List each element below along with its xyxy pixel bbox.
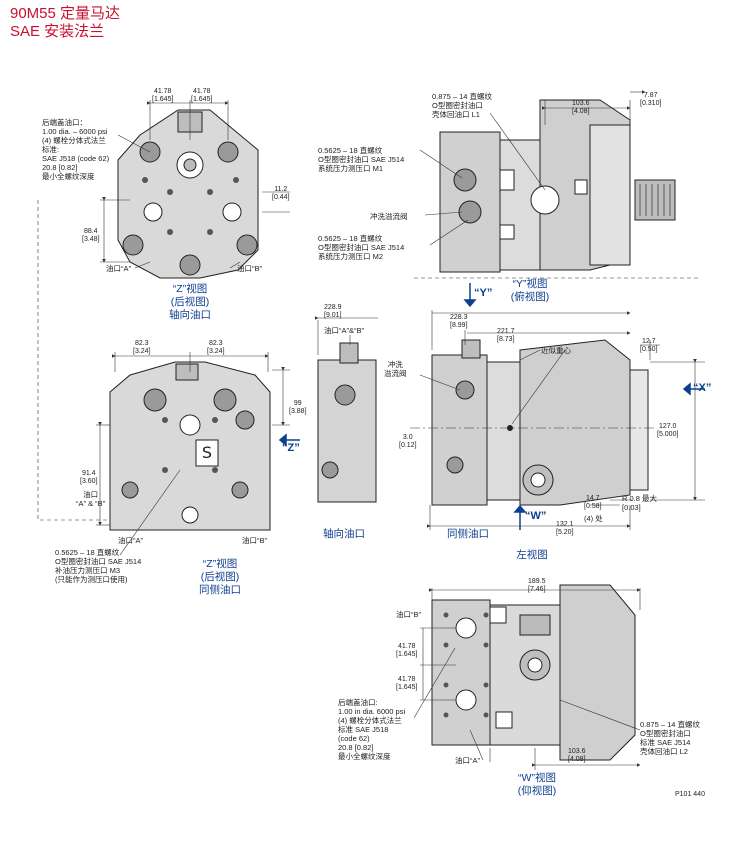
side-ports-caption: 同侧油口 (447, 528, 489, 540)
page-title: 90M55 定量马达 (10, 5, 121, 22)
dim-228-9: 228.9[9.01] (324, 304, 342, 319)
left-view-caption: 左视图 (516, 549, 548, 561)
dim-41-78-a: 41.78[1.645] (152, 88, 174, 103)
dim-189-5: 189.5[7.46] (528, 578, 546, 593)
dim-12-7: 12.7[0.50] (640, 338, 658, 353)
dim-91-4: 91.4[3.60] (80, 470, 98, 485)
dim-103-6-b: 103.6[4.08] (568, 748, 586, 763)
w-bottom-view (431, 584, 636, 761)
dim-41-78-d: 41.78[1.645] (396, 676, 418, 691)
view-marker-z: “Z” (282, 442, 300, 454)
bottom-rear-port-note: 后端盖油口:1.00 in dia. 6000 psi (4) 螺栓分体式法兰标… (338, 698, 406, 761)
port-ab-split-label: 油口“A” & “B” (76, 490, 106, 508)
flush-valve-label: 冲洗溢流阀 (370, 212, 408, 221)
port-a-label: 油口“A” (106, 264, 131, 273)
z-rear-side-view: S (109, 361, 271, 531)
axial-ports-caption: 轴向油口 (323, 528, 365, 540)
left-view-side (431, 339, 649, 506)
z-side-caption: “Z”视图(后视图)同侧油口 (199, 558, 241, 596)
port-a-label-3: 油口“A” (455, 756, 480, 765)
rear-port-note: 后端盖油口：1.00 dia. – 6000 psi (4) 螺栓分体式法兰标准… (42, 118, 110, 181)
left-view-axial (317, 342, 377, 503)
port-b-label: 油口“B” (237, 264, 262, 273)
y-top-caption: “Y”视图(俯视图) (510, 278, 550, 303)
dim-103-6: 103.6[4.08] (572, 100, 590, 115)
dim-132-1: 132.1[5.20] (556, 521, 574, 536)
dim-99: 99[3.88] (289, 400, 307, 415)
dim-3-0: 3.0[0.12] (399, 434, 417, 449)
r-max-label: R 0.8 最大[0.03] (622, 494, 658, 512)
dim-41-78-c: 41.78[1.645] (396, 643, 418, 658)
dim-221-7: 221.7[8.73] (497, 328, 515, 343)
z-rear-axial-view (117, 109, 259, 279)
port-b-label-3: 油口“B” (396, 610, 421, 619)
z-rear-caption: “Z”视图(后视图)轴向油口 (169, 283, 211, 321)
w-bottom-caption: “W”视图(仰视图) (517, 772, 557, 797)
dim-88-4: 88.4[3.48] (82, 228, 100, 243)
cog-label: 近似重心 (541, 346, 571, 355)
dim-14-7: 14.7[0.58] (584, 495, 602, 510)
page-subtitle: SAE 安装法兰 (10, 23, 105, 40)
dim-82-3-a: 82.3[3.24] (133, 340, 151, 355)
view-marker-y: “Y” (474, 287, 493, 299)
port-a-label-2: 油口“A” (118, 536, 143, 545)
flush-valve-split-label: 冲洗溢流阀 (384, 360, 407, 378)
svg-text:S: S (202, 443, 212, 462)
view-marker-w: “W” (525, 510, 547, 522)
port-ab-label: 油口“A”&“B” (324, 326, 364, 335)
places-label: (4) 处 (584, 514, 603, 523)
dim-228-3: 228.3[8.99] (450, 314, 468, 329)
dim-82-3-b: 82.3[3.24] (207, 340, 225, 355)
port-b-label-2: 油口“B” (242, 536, 267, 545)
dim-7-87: 7.87[0.310] (640, 92, 662, 107)
dim-127-0: 127.0[5.000] (657, 423, 679, 438)
y-top-view (439, 99, 676, 273)
dim-41-78-b: 41.78[1.645] (191, 88, 213, 103)
dim-11-2: 11.2[0.44] (272, 186, 290, 201)
part-number: P101 440 (675, 791, 705, 798)
view-marker-x: “X” (693, 382, 712, 394)
